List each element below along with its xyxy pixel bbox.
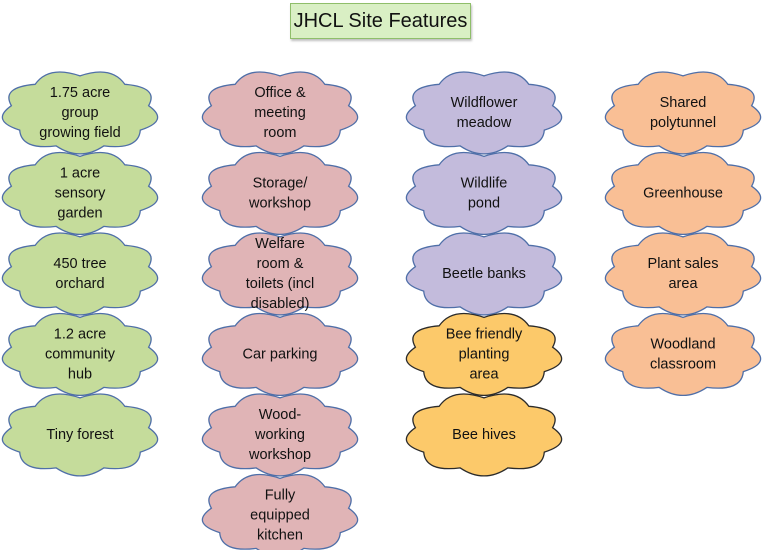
cloud-label: growing field [39, 125, 120, 141]
cloud-label: orchard [55, 276, 104, 292]
cloud-label: workshop [248, 196, 311, 212]
feature-cloud: Bee hives [405, 393, 563, 477]
feature-cloud: Plant sales area [604, 232, 762, 316]
cloud-label: community [45, 347, 116, 363]
cloud-label: 1.75 acre [50, 85, 110, 101]
cloud-label: 1.2 acre [54, 327, 106, 343]
cloud-shape [1, 71, 159, 155]
feature-cloud: Car parking [201, 312, 359, 397]
cloud-label: Car parking [243, 347, 318, 363]
cloud-label: Beetle banks [442, 266, 526, 282]
feature-cloud: 1.75 acre group growing field [1, 71, 159, 155]
feature-cloud: 450 tree orchard [1, 232, 159, 316]
cloud-label: Tiny forest [46, 427, 113, 443]
cloud-shape [604, 151, 762, 236]
cloud-label: disabled) [251, 296, 310, 312]
cloud-label: hub [68, 367, 92, 383]
feature-cloud: Beetle banks [405, 232, 563, 316]
cloud-shape [405, 151, 563, 236]
cloud-label: Wildlife [461, 176, 508, 192]
cloud-label: pond [468, 196, 500, 212]
feature-cloud: Wildflower meadow [405, 71, 563, 155]
cloud-label: Plant sales [648, 256, 719, 272]
cloud-shape [201, 393, 359, 477]
cloud-label: area [668, 276, 698, 292]
cloud-label: Welfare [255, 236, 305, 252]
feature-cloud: Fully equipped kitchen [201, 473, 359, 550]
cloud-shape [201, 473, 359, 550]
cloud-label: Office & [254, 85, 306, 101]
column-1: 1.75 acre group growing field 1 acre sensory… [1, 71, 159, 477]
cloud-shape [405, 393, 563, 477]
feature-cloud: 1.2 acre community hub [1, 312, 159, 397]
cloud-label: 450 tree [53, 256, 106, 272]
cloud-label: Fully [265, 488, 296, 504]
cloud-label: garden [57, 206, 102, 222]
column-2: Office &meetingroomStorage/workshopWelfa… [201, 71, 359, 550]
cloud-label: Wildflower [451, 95, 518, 111]
cloud-label: Woodland [650, 337, 715, 353]
cloud-label: kitchen [257, 528, 303, 544]
feature-cloud: 1 acre sensory garden [1, 151, 159, 236]
cloud-label: Greenhouse [643, 186, 723, 202]
cloud-label: toilets (incl [246, 276, 315, 292]
cloud-label: group [61, 105, 98, 121]
cloud-label: Shared [660, 95, 707, 111]
cloud-label: sensory [55, 186, 107, 202]
cloud-label: meadow [457, 115, 512, 131]
cloud-shape [604, 312, 762, 397]
feature-cloud: Tiny forest [1, 393, 159, 477]
cloud-shape [201, 232, 359, 316]
feature-cloud: Bee friendly planting area [405, 312, 563, 397]
cloud-label: meeting [254, 105, 306, 121]
feature-cloud: Woodland classroom [604, 312, 762, 397]
cloud-shape [1, 151, 159, 236]
cloud-shape [1, 393, 159, 477]
cloud-label: Storage/ [253, 176, 309, 192]
cloud-label: classroom [650, 357, 716, 373]
cloud-shape [604, 71, 762, 155]
cloud-shape [201, 71, 359, 155]
cloud-label: Wood- [259, 407, 302, 423]
cloud-label: workshop [248, 447, 311, 463]
cloud-label: 1 acre [60, 166, 100, 182]
cloud-shape [604, 232, 762, 316]
cloud-label: room & [257, 256, 304, 272]
feature-cloud: Storage/workshop [201, 151, 359, 236]
feature-cloud: Shared polytunnel [604, 71, 762, 155]
cloud-shape [201, 151, 359, 236]
cloud-shape [405, 232, 563, 316]
feature-cloud: Office & meeting room [201, 71, 359, 155]
cloud-shape [201, 312, 359, 397]
cloud-shape [405, 71, 563, 155]
cloud-shape [1, 312, 159, 397]
cloud-label: Bee hives [452, 427, 516, 443]
cloud-label: polytunnel [650, 115, 716, 131]
feature-cloud: Wood-working workshop [201, 393, 359, 477]
cloud-label: equipped [250, 508, 310, 524]
cloud-shape [405, 312, 563, 397]
feature-cloud: Welfare room & toilets (incl disabled) [201, 232, 359, 316]
cloud-shape [1, 232, 159, 316]
cloud-label: planting [459, 347, 510, 363]
feature-cloud: Greenhouse [604, 151, 762, 236]
diagram-title: JHCL Site Features [290, 3, 471, 39]
cloud-label: working [254, 427, 305, 443]
cloud-label: Bee friendly [446, 327, 523, 343]
cloud-label: area [469, 367, 499, 383]
cloud-label: room [263, 125, 296, 141]
feature-cloud: Wildlife pond [405, 151, 563, 236]
